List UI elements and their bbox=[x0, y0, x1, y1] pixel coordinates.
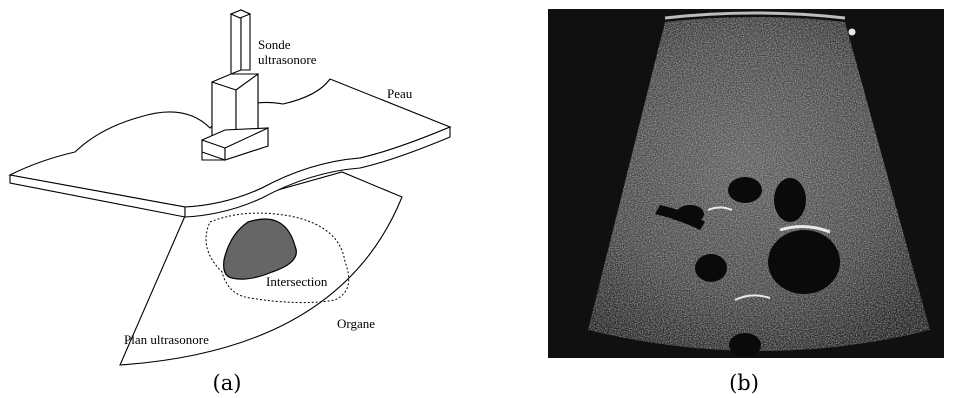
skin-label: Peau bbox=[387, 86, 413, 101]
probe-label-line2: ultrasonore bbox=[258, 52, 317, 67]
ultrasound-probe bbox=[202, 10, 268, 160]
intersection-label: Intersection bbox=[266, 274, 328, 289]
panel-b-ultrasound-image: (b) bbox=[548, 9, 944, 395]
plane-label: Plan ultrasonore bbox=[124, 332, 209, 347]
panel-a-schematic: Sonde ultrasonore Peau Intersection Orga… bbox=[10, 10, 450, 395]
caption-b: (b) bbox=[729, 371, 759, 395]
intersection-region bbox=[224, 219, 297, 279]
organ-label: Organe bbox=[337, 316, 375, 331]
caption-a: (a) bbox=[213, 371, 242, 395]
orientation-marker bbox=[849, 29, 856, 36]
probe-label-line1: Sonde bbox=[258, 37, 291, 52]
